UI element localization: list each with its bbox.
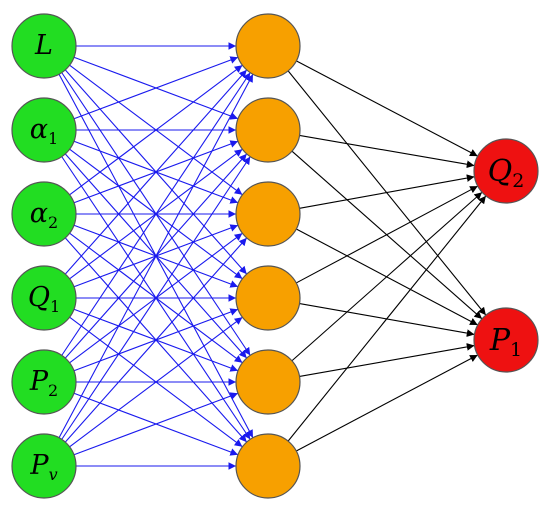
hidden-node-3 xyxy=(235,181,301,247)
edge-input-6-to-hidden-1 xyxy=(58,73,254,439)
input-node-label-2: α1 xyxy=(30,114,58,148)
edge-input-2-to-hidden-1 xyxy=(73,56,239,120)
hidden-node-5 xyxy=(235,349,301,415)
edge-hidden-2-to-output-1 xyxy=(299,134,475,169)
edge-input-5-to-hidden-1 xyxy=(61,72,251,356)
edge-hidden-4-to-output-1 xyxy=(295,185,479,284)
edge-input-6-to-hidden-4 xyxy=(69,316,243,448)
input-node-5 xyxy=(11,349,77,415)
hidden-node-1 xyxy=(235,13,301,79)
edge-input-6-to-hidden-3 xyxy=(64,237,248,443)
input-node-3 xyxy=(11,181,77,247)
edge-input-3-to-hidden-1 xyxy=(69,64,243,196)
output-node-label-1: Q2 xyxy=(488,154,525,192)
edge-input-4-to-hidden-1 xyxy=(64,69,248,275)
output-node-label-2: P1 xyxy=(489,323,522,361)
input-node-1 xyxy=(11,13,77,79)
input-node-label-4: Q1 xyxy=(28,282,60,316)
edge-hidden-6-to-output-2 xyxy=(296,354,478,452)
edge-hidden-1-to-output-1 xyxy=(296,60,478,157)
input-node-label-6: Pv xyxy=(29,450,57,484)
input-node-label-5: P2 xyxy=(29,366,58,400)
input-node-2 xyxy=(11,97,77,163)
edge-hidden-6-to-output-1 xyxy=(287,195,487,442)
hidden-node-6 xyxy=(235,433,301,499)
hidden-node-4 xyxy=(235,265,301,331)
input-node-label-3: α2 xyxy=(30,198,58,232)
edges-layer xyxy=(58,42,487,470)
input-node-label-1: L xyxy=(34,30,53,61)
edge-hidden-5-to-output-1 xyxy=(291,191,483,362)
hidden-node-2 xyxy=(235,97,301,163)
edge-hidden-5-to-output-2 xyxy=(299,343,475,377)
edge-hidden-3-to-output-1 xyxy=(299,174,475,209)
input-node-4 xyxy=(11,265,77,331)
edge-input-6-to-hidden-5 xyxy=(73,392,239,456)
edge-input-6-to-hidden-2 xyxy=(61,156,251,440)
input-node-6 xyxy=(11,433,77,499)
output-node-2 xyxy=(473,307,539,373)
output-node-1 xyxy=(473,138,539,204)
